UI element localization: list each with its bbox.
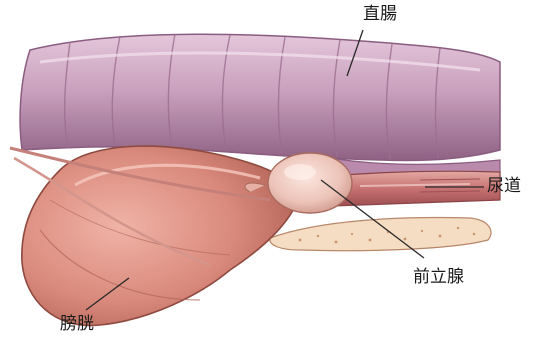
label-rectum: 直腸 bbox=[363, 6, 397, 23]
label-bladder: 膀胱 bbox=[60, 316, 94, 333]
urethra bbox=[330, 171, 500, 206]
bladder bbox=[10, 146, 300, 325]
label-urethra: 尿道 bbox=[487, 178, 521, 195]
seminal-vesicle bbox=[270, 218, 491, 251]
label-prostate: 前立腺 bbox=[413, 269, 464, 286]
